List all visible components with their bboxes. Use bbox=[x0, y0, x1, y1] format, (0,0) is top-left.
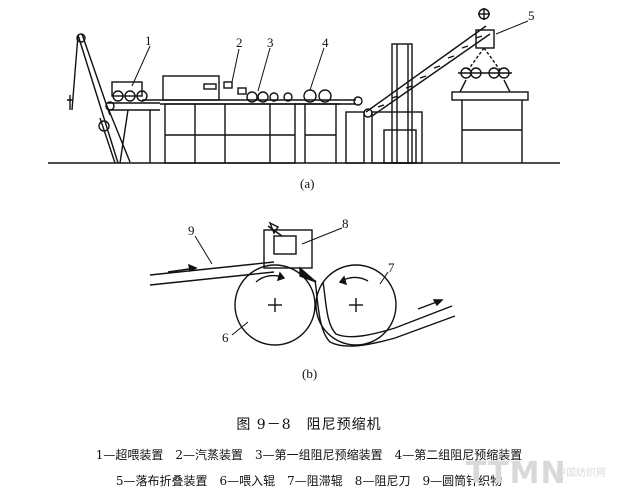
callout-2: 2 bbox=[236, 35, 243, 50]
subfig-a-label: (a) bbox=[300, 176, 314, 191]
fabric-out bbox=[314, 279, 456, 347]
feed-arrow bbox=[167, 263, 198, 273]
figure-caption: 图 9－8 阻尼预缩机 bbox=[236, 417, 382, 433]
callout-9: 9 bbox=[188, 223, 195, 238]
fabric-in bbox=[149, 261, 275, 286]
callout-leaders-a bbox=[131, 20, 529, 92]
output-arrow bbox=[417, 299, 444, 310]
damping-group-2 bbox=[283, 89, 363, 106]
callout-7: 7 bbox=[388, 260, 395, 275]
folding-device bbox=[458, 8, 512, 93]
machine-frame bbox=[164, 103, 340, 164]
callout-4: 4 bbox=[322, 35, 329, 50]
feed-roller[interactable] bbox=[234, 264, 316, 346]
tower-frame bbox=[345, 43, 423, 164]
callout-5: 5 bbox=[528, 8, 535, 23]
callout-1: 1 bbox=[145, 33, 152, 48]
callout-8: 8 bbox=[342, 216, 349, 231]
damping-knife bbox=[263, 221, 317, 283]
legend-line-2: 5—落布折叠装置 6—喂入辊 7—阻滞辊 8—阻尼刀 9—圆筒针织物 bbox=[115, 474, 503, 488]
overfeed-unit bbox=[105, 81, 160, 164]
watermark-logo: TTMN bbox=[466, 456, 567, 491]
watermark-sub: 中国纺织网 bbox=[556, 468, 606, 479]
callout-6: 6 bbox=[222, 330, 229, 345]
retard-roller[interactable] bbox=[315, 264, 397, 346]
damping-group-1 bbox=[246, 91, 279, 103]
feed-frame bbox=[67, 33, 131, 164]
subfig-b-label: (b) bbox=[302, 366, 317, 381]
callout-3: 3 bbox=[267, 35, 274, 50]
steamer-box bbox=[162, 75, 247, 101]
callout-leaders-b bbox=[194, 227, 389, 336]
folding-table bbox=[451, 91, 529, 163]
legend-line-1: 1—超喂装置 2—汽蒸装置 3—第一组阻尼预缩装置 4—第二组阻尼预缩装置 bbox=[95, 448, 523, 462]
